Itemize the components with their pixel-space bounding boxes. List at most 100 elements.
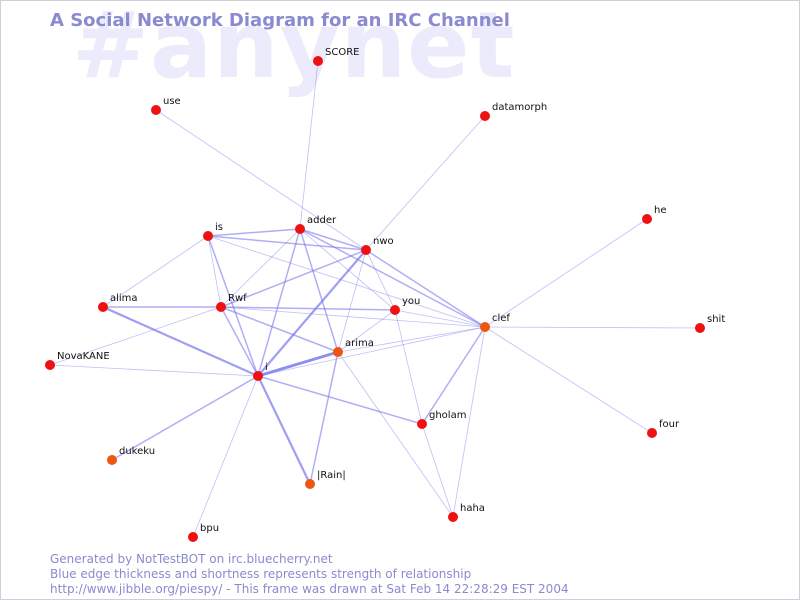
edge-i-clef [257, 326, 486, 377]
channel-watermark: #anynet [72, 0, 516, 99]
edge-i-dukeku [111, 375, 259, 461]
node-i[interactable]: i [253, 362, 268, 381]
node-arima[interactable]: arima [333, 338, 374, 357]
edge-nwo-you [365, 249, 396, 311]
node-label-he: he [654, 205, 667, 216]
node-dukeku[interactable]: dukeku [107, 446, 155, 465]
node-shit[interactable]: shit [695, 314, 725, 333]
node-label-alima: alima [110, 293, 138, 304]
node-datamorph[interactable]: datamorph [480, 102, 547, 121]
edge-is-i [207, 235, 259, 377]
node-dot-nwo[interactable] [361, 245, 371, 255]
edge-nwo-arima [337, 249, 367, 353]
node-dot-i[interactable] [253, 371, 263, 381]
node-dot-you[interactable] [390, 305, 400, 315]
node-is[interactable]: is [203, 222, 223, 241]
edge-clef-gholam [421, 326, 486, 425]
edge-nwo-clef [365, 249, 486, 328]
node-dot-is[interactable] [203, 231, 213, 241]
edge-you-clef [394, 309, 486, 328]
edge-NovaKANE-Rwf [49, 306, 222, 366]
edge-adder-clef [299, 228, 486, 328]
node-dot-shit[interactable] [695, 323, 705, 333]
node-dot-Rwf[interactable] [216, 302, 226, 312]
footer-url-line: http://www.jibble.org/piespy/ - This fra… [50, 582, 569, 596]
node-dot-four[interactable] [647, 428, 657, 438]
node-use[interactable]: use [151, 96, 181, 115]
node-label-you: you [402, 296, 420, 307]
node-Rain[interactable]: |Rain| [305, 470, 346, 489]
edge-i-bpu [192, 375, 259, 538]
edge-use-nwo [155, 109, 367, 251]
node-label-datamorph: datamorph [492, 102, 547, 113]
node-four[interactable]: four [647, 419, 680, 438]
node-you[interactable]: you [390, 296, 420, 315]
node-gholam[interactable]: gholam [417, 410, 466, 429]
edge-clef-haha [452, 326, 486, 518]
node-bpu[interactable]: bpu [188, 523, 219, 542]
node-haha[interactable]: haha [448, 503, 485, 522]
node-dot-arima[interactable] [333, 347, 343, 357]
edge-i-Rain [257, 375, 311, 485]
node-dot-bpu[interactable] [188, 532, 198, 542]
edge-you-gholam [394, 309, 423, 425]
edge-is-nwo [207, 235, 367, 251]
node-dot-alima[interactable] [98, 302, 108, 312]
edge-is-clef [207, 235, 486, 328]
node-dot-datamorph[interactable] [480, 111, 490, 121]
edge-adder-arima [299, 228, 339, 353]
node-alima[interactable]: alima [98, 293, 138, 312]
node-he[interactable]: he [642, 205, 667, 224]
node-dot-he[interactable] [642, 214, 652, 224]
node-adder[interactable]: adder [295, 215, 337, 234]
node-dot-NovaKANE[interactable] [45, 360, 55, 370]
node-nwo[interactable]: nwo [361, 236, 394, 255]
node-label-Rain: |Rain| [317, 470, 346, 481]
node-label-use: use [163, 96, 181, 107]
edge-Rwf-you [220, 306, 396, 311]
node-label-adder: adder [307, 215, 337, 226]
node-dot-dukeku[interactable] [107, 455, 117, 465]
edge-arima-clef [337, 326, 486, 353]
node-label-haha: haha [460, 503, 485, 514]
node-label-i: i [265, 362, 268, 373]
node-label-gholam: gholam [429, 410, 466, 421]
node-SCORE[interactable]: SCORE [313, 47, 359, 66]
node-dot-adder[interactable] [295, 224, 305, 234]
nodes-layer: SCORE use datamorph adder is nwo he alima Rwf you… [45, 47, 725, 542]
node-label-clef: clef [492, 313, 510, 324]
edge-Rwf-arima [220, 306, 339, 353]
edge-four-clef [484, 326, 653, 434]
node-label-nwo: nwo [373, 236, 394, 247]
node-label-is: is [215, 222, 223, 233]
edge-adder-SCORE [299, 60, 319, 230]
node-dot-clef[interactable] [480, 322, 490, 332]
node-label-Rwf: Rwf [228, 293, 247, 304]
edge-nwo-Rwf [220, 249, 367, 308]
edge-nwo-i [257, 249, 367, 377]
edge-adder-you [299, 228, 396, 311]
node-dot-SCORE[interactable] [313, 56, 323, 66]
edge-arima-Rain [309, 351, 339, 485]
edge-Rwf-i [220, 306, 259, 377]
footer-generated-line: Generated by NotTestBOT on irc.bluecherr… [50, 552, 333, 566]
node-clef[interactable]: clef [480, 313, 510, 332]
node-label-four: four [659, 419, 680, 430]
node-label-NovaKANE: NovaKANE [57, 351, 110, 362]
edge-arima-i [257, 350, 339, 378]
edge-is-Rwf [207, 235, 222, 308]
edge-adder-Rwf [220, 228, 301, 308]
node-label-bpu: bpu [200, 523, 219, 534]
node-dot-use[interactable] [151, 105, 161, 115]
edge-adder-nwo [299, 228, 367, 251]
edge-adder-i [257, 228, 301, 377]
node-NovaKANE[interactable]: NovaKANE [45, 351, 110, 370]
edges-layer [49, 60, 701, 538]
node-dot-haha[interactable] [448, 512, 458, 522]
footer-legend-line: Blue edge thickness and shortness repres… [50, 567, 472, 581]
edge-datamorph-nwo [365, 115, 486, 251]
node-dot-gholam[interactable] [417, 419, 427, 429]
edge-arima-haha [337, 351, 454, 518]
node-dot-Rain[interactable] [305, 479, 315, 489]
node-Rwf[interactable]: Rwf [216, 293, 247, 312]
